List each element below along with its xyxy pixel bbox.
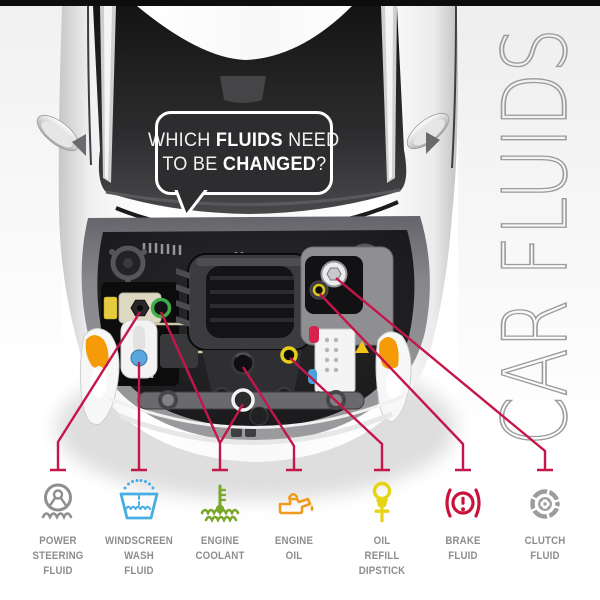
oil-filler-cap bbox=[231, 351, 255, 375]
leader-brake-fluid bbox=[319, 293, 471, 472]
power-steering-icon bbox=[41, 483, 73, 520]
warning-triangle bbox=[355, 341, 369, 353]
leader-clutch-fluid bbox=[335, 277, 553, 472]
engine-coolant-icon bbox=[200, 484, 240, 523]
vertical-title: CAR FLUIDS bbox=[484, 28, 587, 446]
radiator-support bbox=[137, 388, 365, 437]
leader-engine-coolant bbox=[159, 311, 245, 472]
radiator-cap bbox=[231, 388, 255, 412]
bubble-line-2: TO BE CHANGED? bbox=[161, 154, 327, 175]
leader-oil-dipstick bbox=[289, 357, 390, 472]
speech-bubble: WHICH FLUIDS NEED TO BE CHANGED? bbox=[148, 111, 339, 195]
left-edge-shade bbox=[0, 6, 62, 386]
windscreen-wash-icon bbox=[119, 479, 159, 520]
leader-power-steering bbox=[50, 311, 142, 472]
battery bbox=[308, 326, 356, 402]
coolant-reservoir-cap bbox=[150, 297, 172, 319]
left-door-gap bbox=[87, 5, 92, 166]
right-panel-shade bbox=[458, 6, 600, 436]
left-side-mirror bbox=[36, 114, 80, 152]
cowl-vents bbox=[142, 243, 182, 255]
right-door-gap bbox=[451, 5, 457, 169]
top-frame-bar bbox=[0, 0, 600, 6]
oil-dipstick-ring bbox=[280, 346, 298, 364]
rearview-mirror bbox=[220, 76, 266, 103]
engine-oil-icon bbox=[278, 493, 314, 515]
leader-lines bbox=[50, 277, 553, 472]
leader-windscreen-wash bbox=[131, 362, 147, 472]
speech-bubble-tail bbox=[174, 190, 208, 218]
bubble-line-1: WHICH FLUIDS NEED bbox=[148, 130, 340, 151]
right-headlight bbox=[375, 331, 412, 423]
clutch-disc-icon bbox=[528, 487, 562, 521]
left-strut-tower bbox=[109, 245, 147, 285]
horn bbox=[249, 406, 269, 426]
oil-dipstick-icon bbox=[372, 481, 392, 522]
brake-warning-icon bbox=[445, 488, 481, 518]
leader-engine-oil bbox=[241, 366, 302, 472]
engine-bay bbox=[97, 230, 415, 437]
